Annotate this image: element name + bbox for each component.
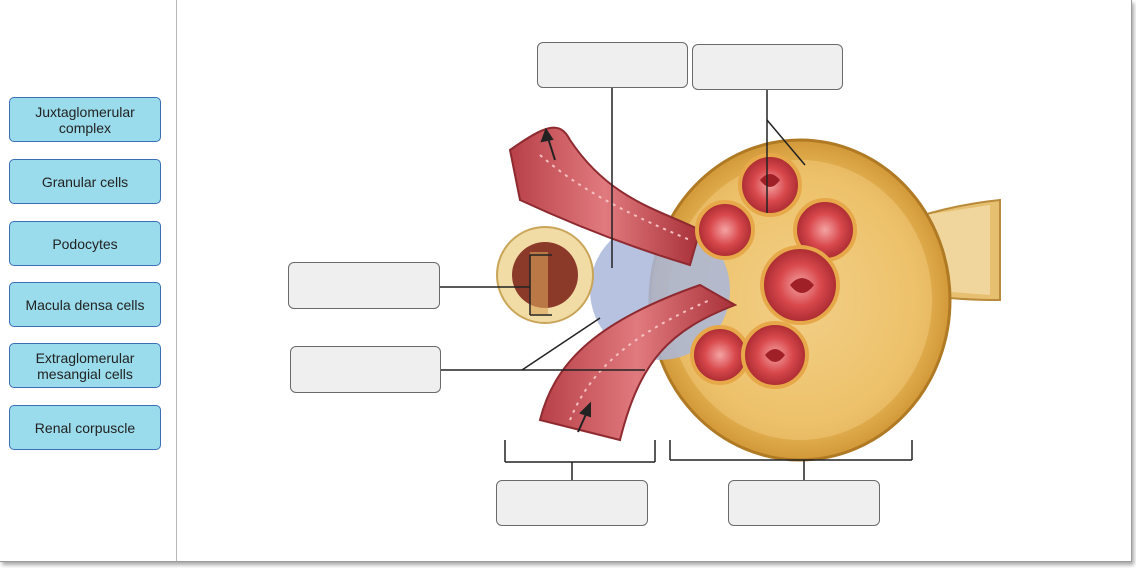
drop-target-left-lower[interactable]	[290, 346, 441, 393]
drop-target-top-left[interactable]	[537, 42, 688, 88]
drop-target-left-upper[interactable]	[288, 262, 440, 309]
afferent-arteriole	[538, 283, 738, 442]
blood-flow-arrows	[540, 127, 591, 433]
label-chip-juxtaglomerular-complex[interactable]: Juxtaglomerular complex	[9, 97, 161, 142]
drop-target-top-right[interactable]	[692, 44, 843, 90]
label-chip-extraglomerular-mesangial-cells[interactable]: Extraglomerular mesangial cells	[9, 343, 161, 388]
label-chip-podocytes[interactable]: Podocytes	[9, 221, 161, 266]
kidney-illustration	[440, 87, 1001, 482]
label-chip-granular-cells[interactable]: Granular cells	[9, 159, 161, 204]
efferent-arteriole	[508, 126, 702, 267]
drop-target-bottom-right[interactable]	[728, 480, 880, 526]
chip-label: Extraglomerular mesangial cells	[35, 349, 135, 382]
diagram-canvas	[177, 0, 1131, 561]
glomerulus	[690, 153, 857, 389]
chip-label: Juxtaglomerular complex	[35, 103, 135, 136]
chip-label: Granular cells	[41, 173, 129, 190]
leader-lines	[440, 87, 913, 482]
chip-label: Podocytes	[52, 235, 118, 252]
distal-tubule	[496, 226, 594, 324]
label-chip-renal-corpuscle[interactable]: Renal corpuscle	[9, 405, 161, 450]
label-chip-macula-densa-cells[interactable]: Macula densa cells	[9, 282, 161, 327]
label-bank: Juxtaglomerular complex Granular cells P…	[0, 0, 177, 561]
drop-target-bottom-left[interactable]	[496, 480, 648, 526]
chip-label: Renal corpuscle	[34, 419, 136, 436]
chip-label: Macula densa cells	[25, 296, 145, 313]
